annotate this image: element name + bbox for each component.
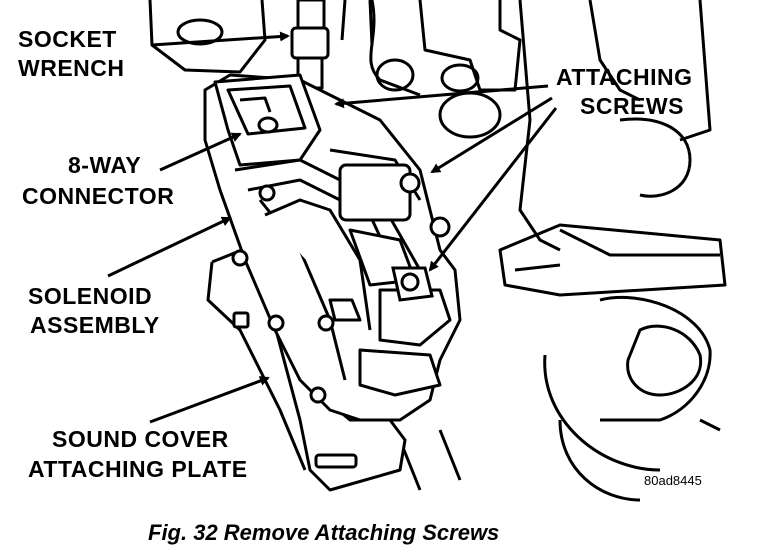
label-socket-wrench-line2: WRENCH [18, 55, 125, 81]
attaching-screws [231, 172, 451, 404]
label-attaching-screws-line1: ATTACHING [556, 64, 693, 90]
solenoid-assembly-body [203, 73, 462, 422]
label-solenoid-line1: SOLENOID [28, 283, 153, 309]
label-sound-cover-line1: SOUND COVER [52, 426, 229, 452]
label-attaching-screws-line2: SCREWS [580, 93, 684, 119]
engine-background [148, 0, 727, 502]
label-socket-wrench-line1: SOCKET [18, 26, 117, 52]
label-connector-line2: CONNECTOR [22, 183, 175, 209]
label-connector-line1: 8-WAY [68, 152, 142, 178]
label-solenoid-line2: ASSEMBLY [30, 312, 160, 338]
figure-code: 80ad8445 [644, 473, 702, 488]
figure-caption: Fig. 32 Remove Attaching Screws [148, 520, 500, 545]
label-sound-cover-line2: ATTACHING PLATE [28, 456, 248, 482]
leader-arrows [107, 31, 558, 424]
